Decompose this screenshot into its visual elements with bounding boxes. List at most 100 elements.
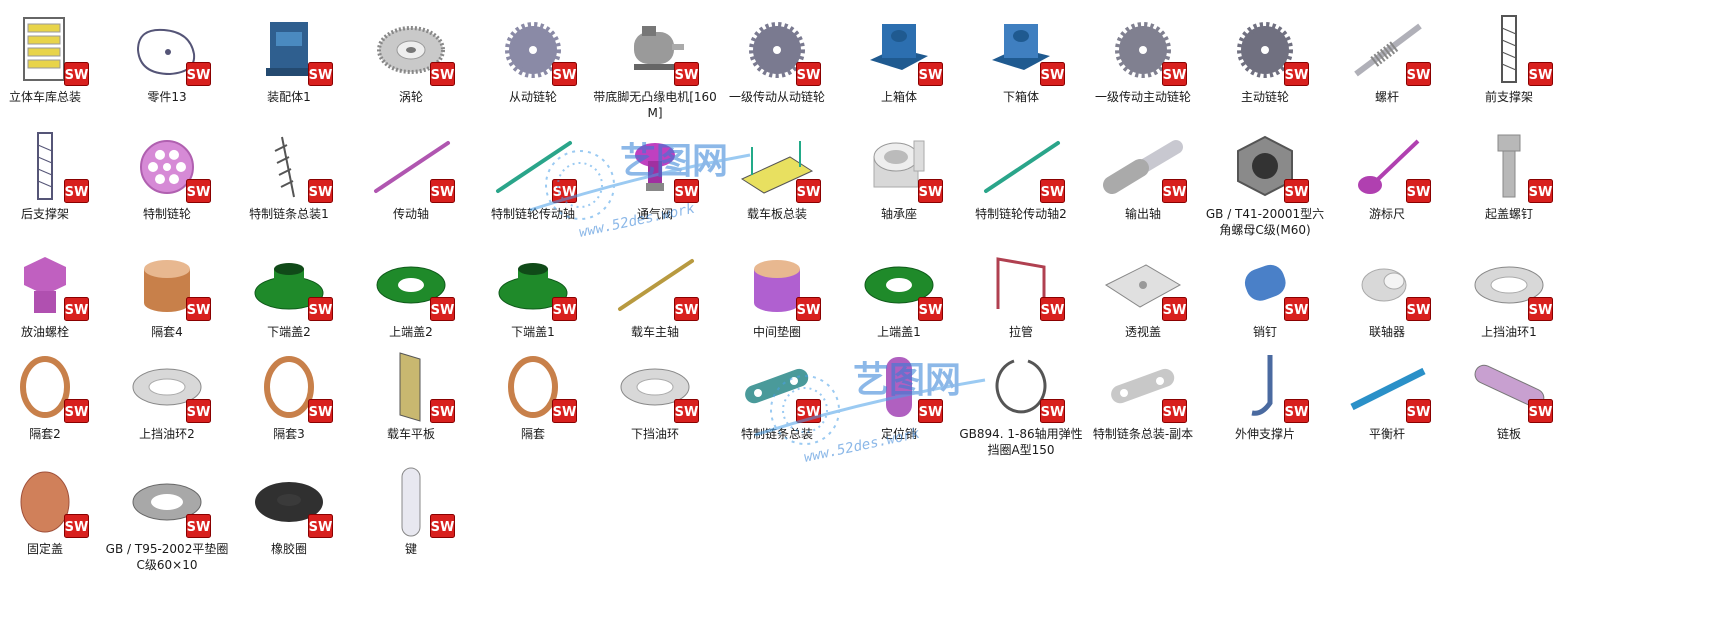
sprocket-icon	[490, 10, 576, 90]
solidworks-badge-icon: SW	[1162, 62, 1187, 86]
rod-icon	[978, 127, 1064, 207]
file-label: 固定盖	[26, 542, 63, 556]
svg-text:SW: SW	[1163, 185, 1187, 200]
cam-outline-icon	[124, 10, 210, 90]
file-label: 轴承座	[880, 207, 917, 221]
solidworks-badge-icon: SW	[186, 514, 211, 538]
svg-text:SW: SW	[1163, 303, 1187, 318]
solidworks-badge-icon: SW	[1406, 179, 1431, 203]
file-item[interactable]: SW 特制链轮传动轴	[468, 117, 598, 242]
file-label: 上挡油环2	[139, 427, 195, 441]
svg-text:SW: SW	[1407, 405, 1431, 420]
svg-text:SW: SW	[1407, 185, 1431, 200]
solidworks-badge-icon: SW	[1162, 399, 1187, 423]
chain-link-icon	[1100, 347, 1186, 427]
file-label: 链板	[1496, 427, 1521, 441]
solidworks-badge-icon: SW	[674, 297, 699, 321]
sprocket-holes-icon	[124, 127, 210, 207]
file-label: 特制链轮传动轴2	[975, 207, 1067, 221]
svg-text:SW: SW	[309, 303, 333, 318]
solidworks-badge-icon: SW	[1040, 62, 1065, 86]
file-label: 拉管	[1008, 325, 1033, 339]
solidworks-badge-icon: SW	[552, 62, 577, 86]
svg-text:SW: SW	[309, 405, 333, 420]
file-label: 外伸支撑片	[1234, 427, 1295, 441]
file-label: 特制链轮传动轴	[490, 207, 575, 221]
file-item[interactable]: SW 链板	[1444, 337, 1574, 462]
svg-text:SW: SW	[1163, 405, 1187, 420]
housing-icon	[856, 10, 942, 90]
solidworks-badge-icon: SW	[430, 514, 455, 538]
svg-text:SW: SW	[1529, 405, 1553, 420]
svg-text:SW: SW	[1529, 185, 1553, 200]
solidworks-badge-icon: SW	[1162, 297, 1187, 321]
file-label: 载车平板	[386, 427, 435, 441]
solidworks-badge-icon: SW	[1162, 179, 1187, 203]
solidworks-badge-icon: SW	[918, 62, 943, 86]
solidworks-badge-icon: SW	[552, 179, 577, 203]
support-plate-icon	[1222, 347, 1308, 427]
solidworks-badge-icon: SW	[796, 297, 821, 321]
solidworks-badge-icon: SW	[674, 179, 699, 203]
hex-nut-icon	[1222, 127, 1308, 207]
file-label: 带底脚无凸缘电机[160M]	[593, 90, 717, 120]
solidworks-badge-icon: SW	[1528, 179, 1553, 203]
dipstick-icon	[1344, 127, 1430, 207]
svg-text:SW: SW	[65, 303, 89, 318]
